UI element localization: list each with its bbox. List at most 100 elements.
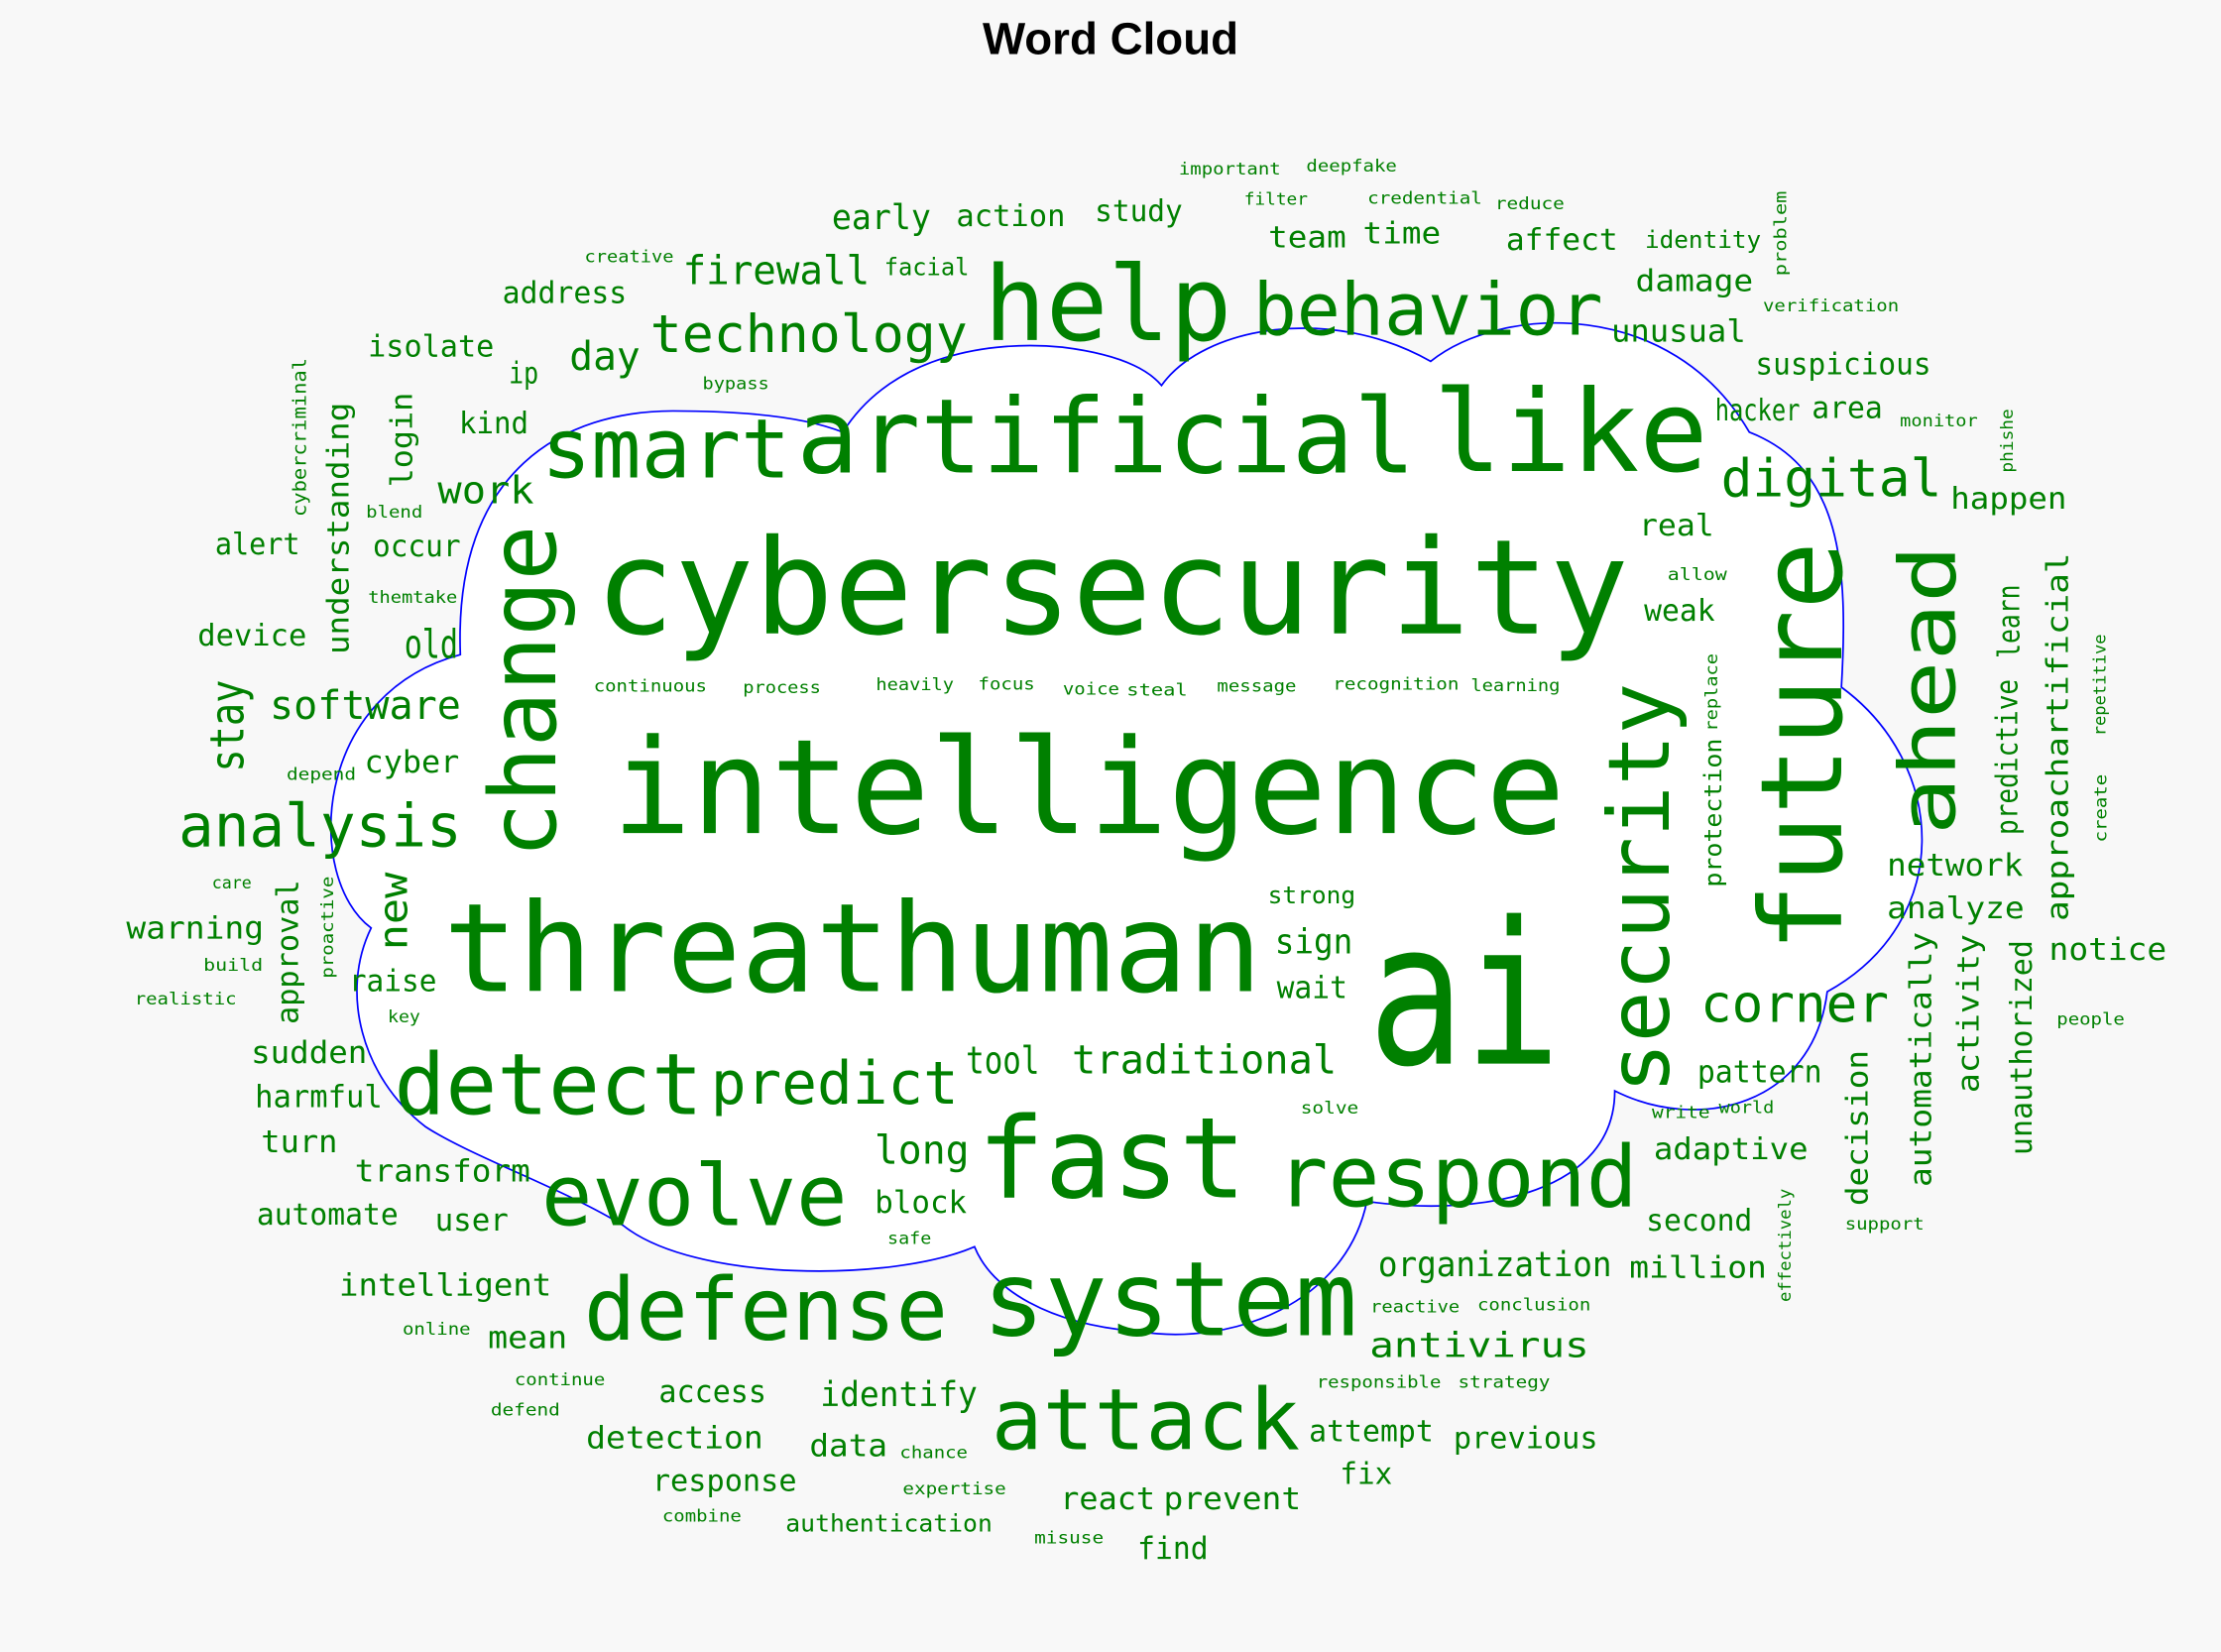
word-corner: corner (1700, 974, 1889, 1034)
cloud-outline (329, 321, 1924, 1336)
word-fast: fast (978, 1093, 1246, 1224)
word-filter: filter (1244, 189, 1308, 209)
word-help: help (984, 244, 1231, 365)
word-early: early (832, 198, 931, 238)
word-depend: depend (287, 765, 356, 784)
word-warning: warning (126, 911, 264, 947)
word-conclusion: conclusion (1477, 1296, 1590, 1316)
word-proactive: proactive (318, 877, 338, 979)
word-realistic: realistic (135, 990, 237, 1009)
word-continue: continue (515, 1370, 605, 1390)
word-block: block (875, 1185, 967, 1221)
word-solve: solve (1301, 1099, 1359, 1119)
word-approachartificial: approachartificial (2042, 552, 2076, 920)
word-react: react (1060, 1481, 1155, 1517)
word-activity: activity (1952, 934, 1987, 1093)
word-respond: respond (1276, 1128, 1637, 1228)
word-monitor: monitor (1900, 412, 1978, 431)
word-build: build (203, 956, 263, 976)
word-second: second (1646, 1204, 1752, 1239)
word-address: address (503, 276, 628, 310)
words-layer: cybersecurityintelligenceaithreathumanar… (126, 157, 2166, 1567)
word-creative: creative (585, 247, 674, 267)
word-voice: voice (1063, 679, 1119, 699)
word-antivirus: antivirus (1369, 1326, 1588, 1365)
word-notice: notice (2049, 932, 2167, 968)
word-themtake: themtake (368, 588, 457, 608)
word-network: network (1887, 848, 2023, 884)
word-unusual: unusual (1611, 314, 1746, 350)
word-identity: identity (1645, 225, 1761, 254)
word-write: write (1652, 1103, 1710, 1122)
word-learn: learn (1993, 585, 2028, 658)
word-study: study (1095, 194, 1183, 229)
word-authentication: authentication (785, 1508, 993, 1537)
word-device: device (197, 619, 306, 653)
word-team: team (1268, 221, 1346, 256)
word-ai: ai (1368, 881, 1561, 1112)
word-identify: identify (820, 1375, 978, 1415)
word-area: area (1812, 392, 1882, 426)
word-happen: happen (1950, 482, 2066, 517)
word-deepfake: deepfake (1306, 157, 1396, 177)
word-learning: learning (1470, 676, 1560, 696)
word-action: action (956, 199, 1065, 234)
word-suspicious: suspicious (1755, 348, 1930, 383)
word-continuous: continuous (594, 676, 707, 696)
word-world: world (1719, 1099, 1775, 1119)
word-defend: defend (491, 1400, 560, 1420)
word-decision: decision (1841, 1050, 1876, 1206)
word-hacker: hacker (1715, 394, 1801, 428)
word-create: create (2091, 774, 2111, 843)
word-behavior: behavior (1253, 269, 1603, 353)
word-wait: wait (1277, 970, 1347, 1005)
word-repetitive: repetitive (2091, 634, 2111, 736)
word-message: message (1217, 677, 1296, 697)
word-allow: allow (1668, 565, 1728, 585)
word-artificial: artificial (796, 377, 1415, 498)
word-like: like (1434, 366, 1708, 498)
word-analyze: analyze (1887, 891, 2025, 926)
word-process: process (743, 678, 821, 698)
word-mean: mean (488, 1321, 567, 1357)
word-automatically: automatically (1904, 932, 1938, 1187)
word-adaptive: adaptive (1654, 1132, 1809, 1167)
word-ahead: ahead (1882, 544, 1973, 835)
word-responsible: responsible (1317, 1372, 1442, 1392)
word-traditional: traditional (1072, 1037, 1337, 1083)
word-understanding: understanding (321, 403, 356, 654)
word-predict: predict (711, 1049, 959, 1119)
word-fix: fix (1340, 1457, 1392, 1491)
word-steal: steal (1126, 681, 1187, 701)
word-kind: kind (459, 407, 528, 441)
word-phishe: phishe (1998, 409, 2018, 472)
word-expertise: expertise (902, 1479, 1005, 1499)
word-predictive: predictive (1991, 679, 2026, 835)
word-digital: digital (1721, 448, 1942, 509)
word-reactive: reactive (1370, 1298, 1460, 1318)
word-verification: verification (1763, 296, 1899, 316)
word-problem: problem (1771, 191, 1791, 277)
word-new: new (371, 872, 416, 951)
word-software: software (270, 683, 461, 729)
word-strategy: strategy (1459, 1372, 1551, 1392)
word-intelligent: intelligent (339, 1267, 551, 1303)
word-attempt: attempt (1309, 1414, 1434, 1449)
word-chance: chance (899, 1444, 968, 1464)
word-reduce: reduce (1495, 194, 1565, 214)
word-ip: ip (509, 356, 538, 391)
word-support: support (1845, 1215, 1925, 1235)
word-long: long (875, 1127, 970, 1173)
word-future: future (1736, 541, 1868, 952)
word-detection: detection (586, 1421, 763, 1457)
word-cybercriminal: cybercriminal (290, 358, 310, 517)
word-transform: transform (355, 1153, 530, 1189)
word-approval: approval (272, 880, 306, 1024)
word-alert: alert (215, 528, 300, 562)
word-organization: organization (1378, 1245, 1612, 1285)
word-real: real (1639, 509, 1714, 543)
word-smart: smart (541, 401, 790, 497)
word-time: time (1363, 216, 1442, 251)
word-combine: combine (662, 1506, 742, 1526)
word-detect: detect (394, 1036, 702, 1135)
